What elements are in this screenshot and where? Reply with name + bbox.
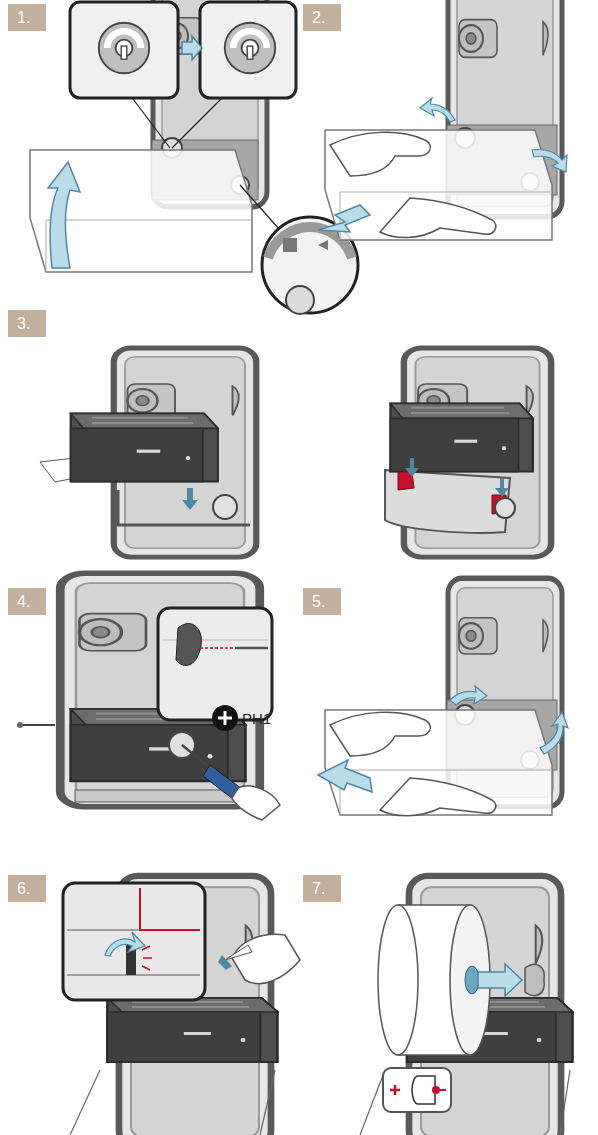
cover-edge [340,192,552,240]
hand [232,934,300,983]
dispenser-cassette [107,998,277,1062]
step-badge: 4. [8,588,46,615]
plus-sign [390,1085,400,1095]
tool-label: PH1 [242,710,271,727]
dispenser-cassette [71,414,218,482]
screw [20,724,55,726]
hand [380,198,496,238]
red-outline [140,888,200,930]
step-number: 2. [312,8,332,27]
hand [380,778,496,816]
bracket [118,490,250,525]
step-4-illustration [17,573,280,820]
zoom-inset [200,2,296,98]
roll-holder [525,964,544,995]
paper-slot [75,790,240,802]
phillips-cross [218,711,232,725]
motion-arrow [450,686,487,705]
hand [330,712,430,756]
screw-path [200,647,240,649]
lock-symbol [283,238,297,252]
cover-edge [46,220,252,272]
step-badge: 2. [303,4,341,31]
refill-icon [383,1068,451,1112]
step-6-illustration [63,876,300,1135]
motion-arrow [478,964,522,996]
motion-arrow [405,458,419,477]
cover-outline [70,1070,275,1135]
motion-arrow [318,760,372,792]
motion-arrow [495,478,509,497]
step-badge: 6. [8,875,46,902]
cover [30,150,252,272]
step-7-illustration [360,876,573,1135]
motion-arrow [48,162,80,268]
step-3b-illustration [385,348,551,557]
roll-icon-dot [432,1086,440,1094]
step-number: 6. [17,879,37,898]
step-5-illustration [318,578,568,816]
lock-knob [99,23,149,73]
hand [232,786,280,820]
step-badge: 1. [8,4,46,31]
leader-line [240,185,280,230]
motion-arrow [318,205,370,232]
lock-symbol [318,240,328,250]
motion-arrow [182,488,198,510]
step-2-illustration [318,0,567,240]
paper-roll-end [378,905,418,1055]
motion-arrow [540,712,568,754]
bracket [385,470,510,533]
zoom-inset [70,2,178,98]
hand [330,132,430,176]
leader-line [130,95,225,148]
click-mark [142,946,152,970]
lock-knob [225,23,275,73]
step-number: 4. [17,592,37,611]
pivot [286,286,314,314]
step-badge: 3. [8,310,46,337]
step-badge: 5. [303,588,341,615]
step-3-illustration [40,348,256,557]
zoom-inset [63,883,205,1000]
cover [325,130,552,240]
roll-icon [412,1076,435,1104]
motion-arrow [532,149,567,172]
step-badge: 7. [303,875,341,902]
motion-arrow [105,932,145,956]
step-number: 5. [312,592,332,611]
screw-head [17,722,23,728]
keyhole [176,624,201,666]
zoom-inset [158,608,272,720]
step-number: 3. [17,314,37,333]
motion-arrow [420,98,455,122]
roll-core [465,966,479,994]
screw [235,647,268,650]
inset-detail [67,930,200,975]
pivot [213,495,237,519]
step-number: 7. [312,879,332,898]
pivot [495,498,515,518]
motion-arrow [182,36,202,60]
motion-arrow [218,955,232,970]
step-1-illustration [30,0,358,314]
cover [325,710,552,815]
step-number: 1. [17,8,37,27]
finger [225,945,252,960]
phillips-icon [212,705,238,731]
